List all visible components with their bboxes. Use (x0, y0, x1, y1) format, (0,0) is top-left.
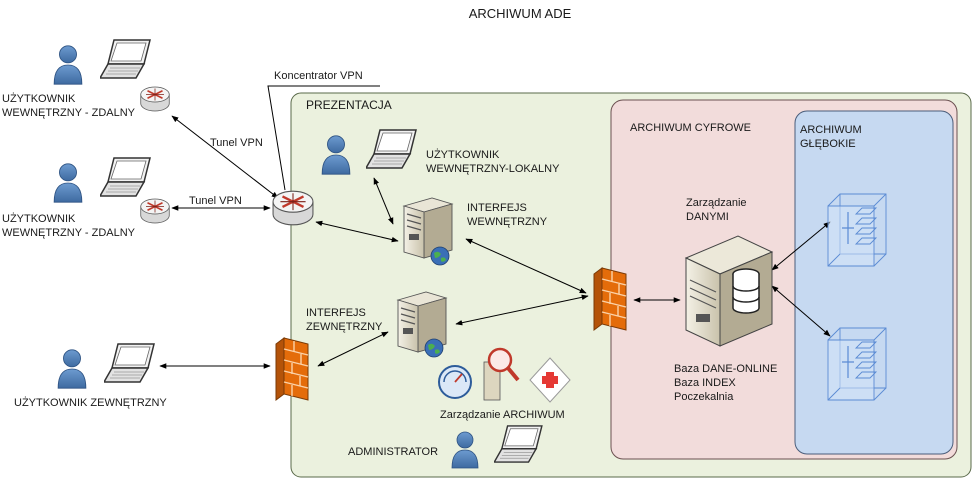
remote-user-1-laptop-icon (100, 39, 151, 79)
archive-firewall-icon (593, 267, 627, 331)
connection-dataserver-rack2 (771, 285, 831, 337)
archive-server-magnifier-icon (483, 347, 520, 401)
remote-user-2-person-icon (53, 163, 83, 203)
internal-globe-icon (430, 246, 450, 266)
label-remote-user-1: UŻYTKOWNIK WEWNĘTRZNY - ZDALNY (2, 93, 136, 119)
diagram-title: ARCHIWUM ADE (468, 6, 572, 21)
label-databases: Baza DANE-ONLINE Baza INDEX Poczekalnia (674, 363, 778, 403)
external-firewall-icon (275, 337, 309, 401)
connection-router-internal (315, 220, 399, 243)
zone-archiwum-glebokie (794, 110, 954, 455)
connection-local-internal (373, 177, 394, 225)
label-tunnel-1: Tunel VPN (210, 137, 263, 149)
label-tunnel-2: Tunel VPN (189, 195, 242, 207)
remote-user-1-person-icon (53, 45, 83, 85)
label-external-interface: INTERFEJS ZEWNĘTRZNY (306, 307, 383, 333)
external-user-person-icon (57, 349, 87, 389)
gauge-icon (438, 365, 472, 399)
label-remote-user-2: UŻYTKOWNIK WEWNĘTRZNY - ZDALNY (2, 213, 136, 239)
external-user-laptop-icon (104, 343, 155, 383)
label-external-user: UŻYTKOWNIK ZEWNĘTRZNY (14, 397, 167, 409)
label-administrator: ADMINISTRATOR (348, 446, 439, 458)
external-globe-icon (424, 338, 444, 358)
remote-user-2-router-icon (140, 198, 170, 224)
remote-user-2-laptop-icon (100, 157, 151, 197)
connection-internal-firewall (465, 238, 587, 294)
label-data-management: Zarządzanie DANYMI (686, 197, 747, 223)
zone-title-archiwum-glebokie: ARCHIWUM GŁĘBOKIE (800, 124, 862, 150)
connection-firewall1-external (317, 331, 389, 367)
label-archive-management: Zarządzanie ARCHIWUM (440, 409, 565, 421)
remote-user-1-router-icon (140, 86, 170, 112)
database-server-icon (684, 235, 774, 347)
concentrator-callout-line (267, 85, 380, 191)
zone-title-prezentacja: PREZENTACJA (306, 98, 392, 112)
first-aid-icon (529, 357, 571, 403)
label-internal-interface: INTERFEJS WEWNĘTRZNY (467, 202, 548, 228)
connection-dataserver-rack1 (771, 221, 831, 271)
label-vpn-concentrator: Koncentrator VPN (274, 70, 363, 82)
connection-tunnel-1 (171, 115, 279, 199)
vpn-concentrator-router-icon (272, 190, 314, 226)
zone-title-archiwum-cyfrowe: ARCHIWUM CYFROWE (630, 122, 751, 134)
label-local-user: UŻYTKOWNIK WEWNĘTRZNY-LOKALNY (426, 149, 560, 175)
connection-external-firewall2 (455, 294, 589, 326)
